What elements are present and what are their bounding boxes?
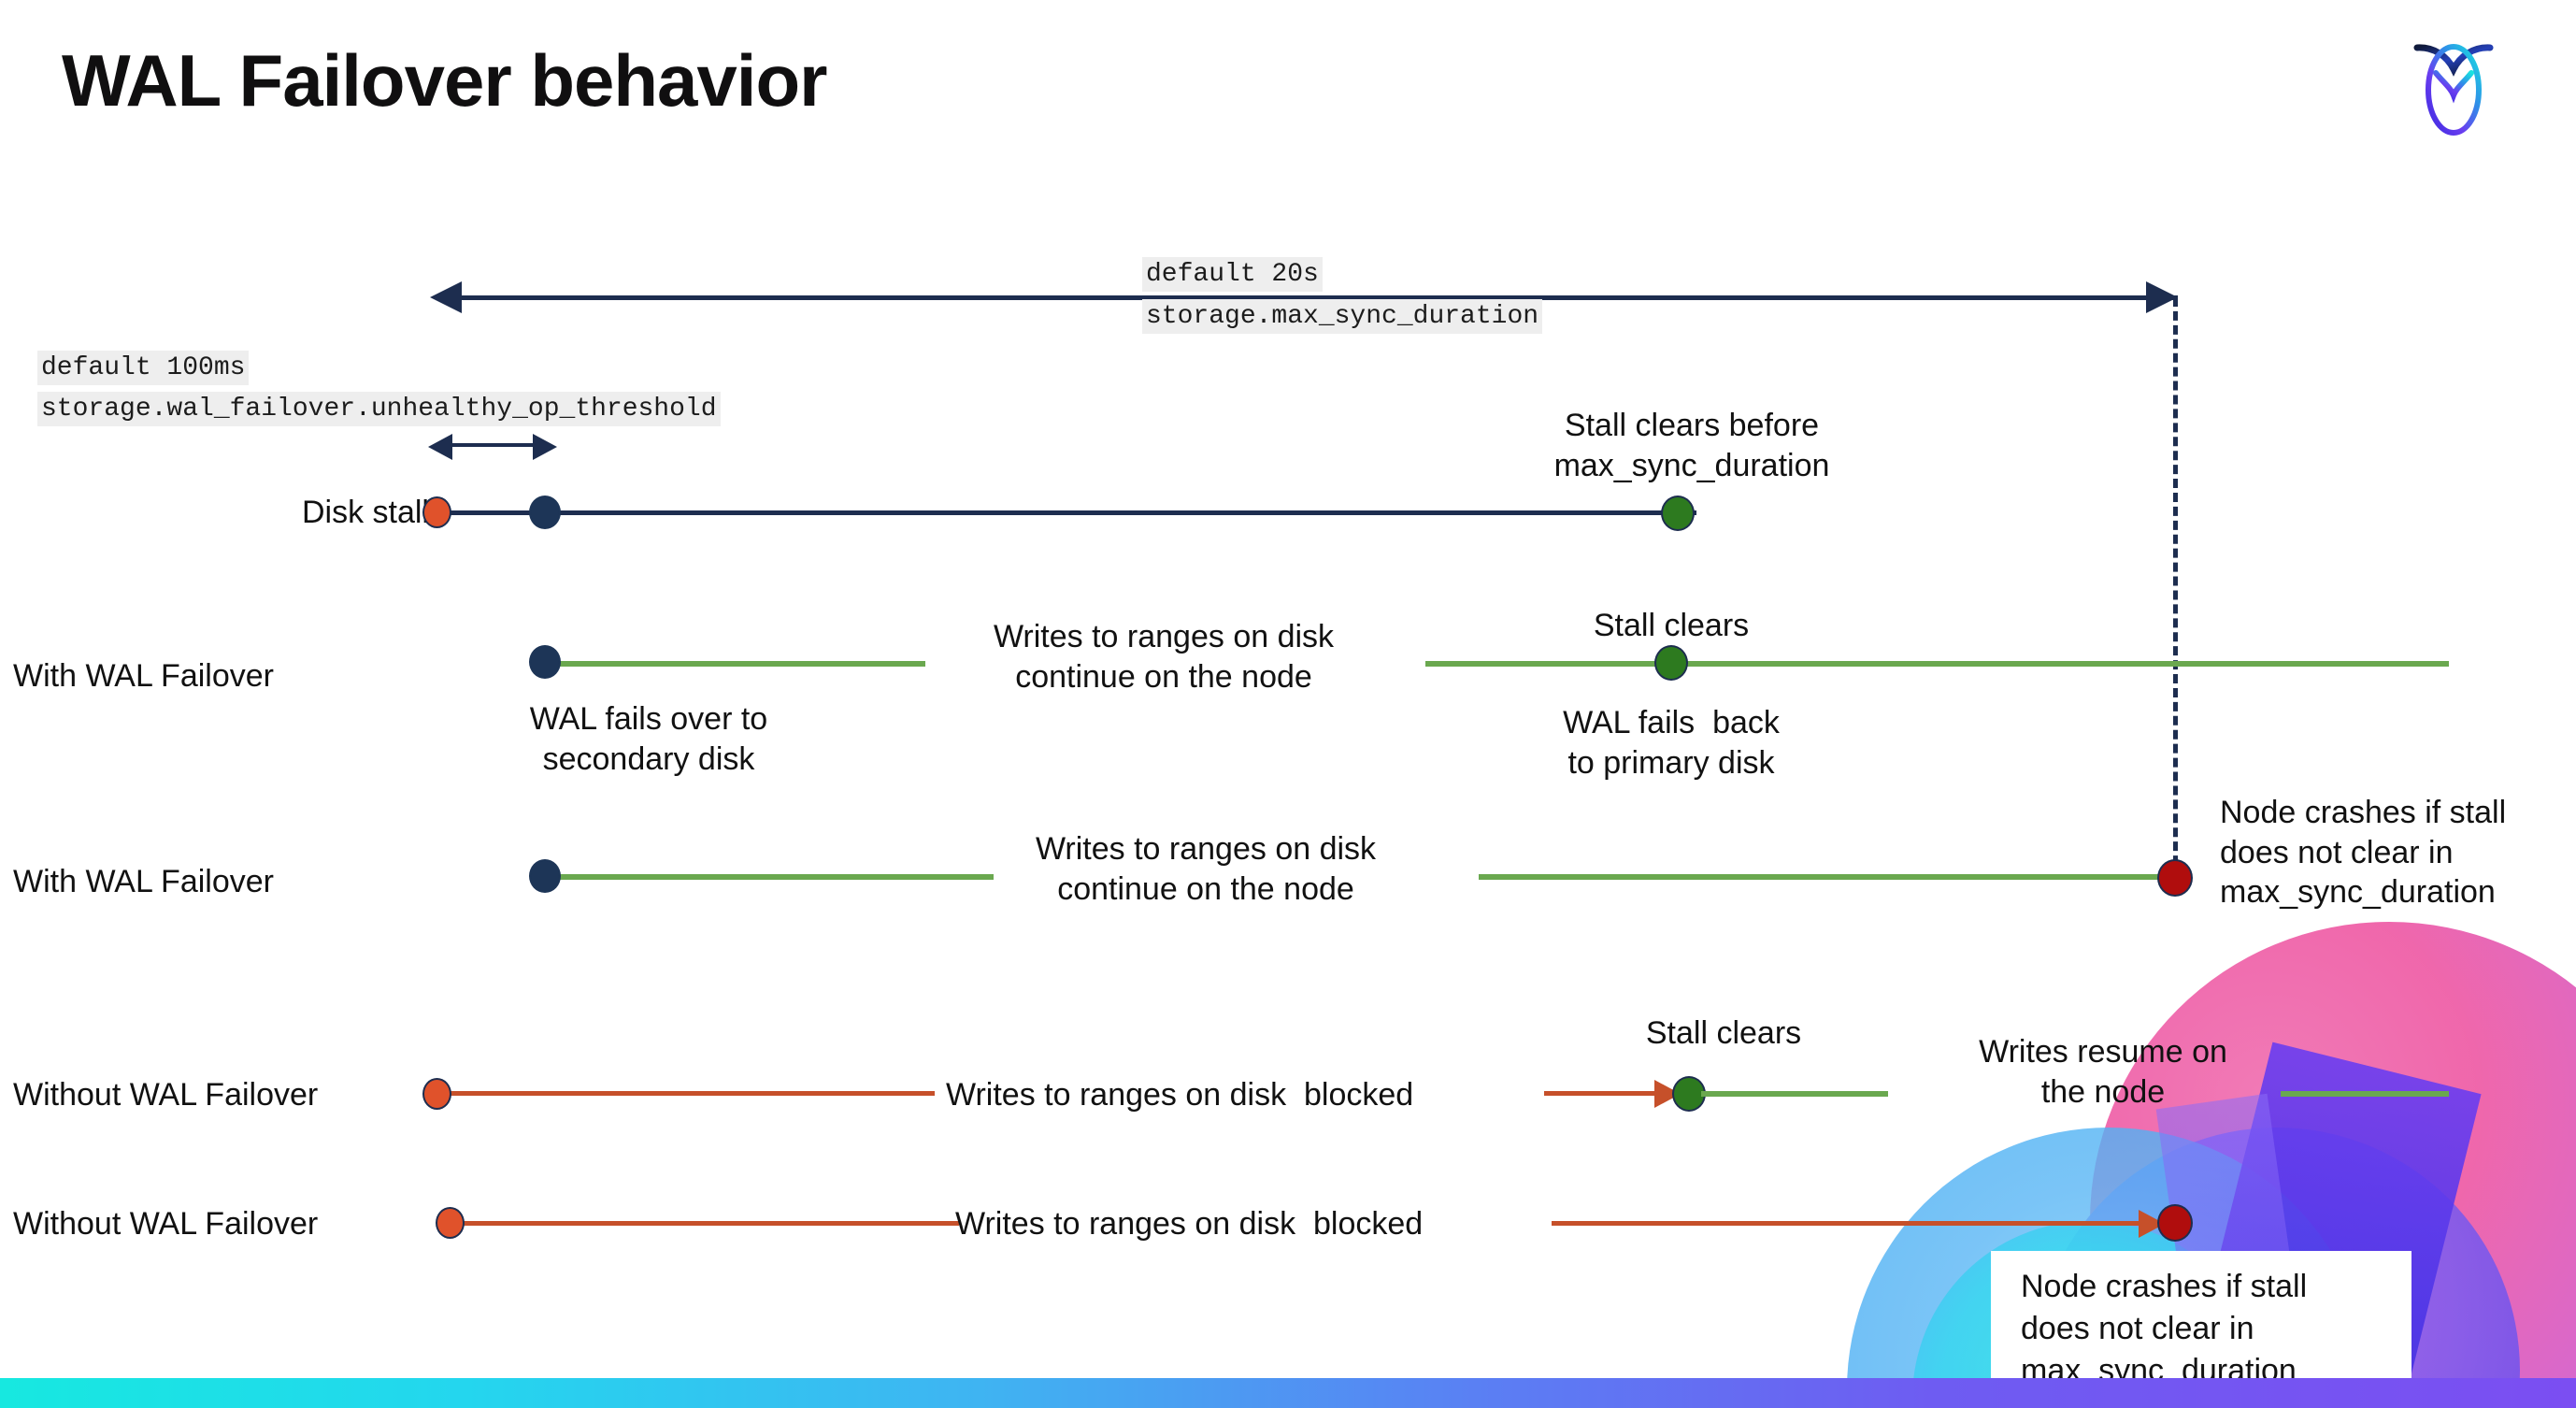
without-wal-1-blocked-segment-b bbox=[1544, 1091, 1666, 1096]
note-stall-clears-1: Stall clears bbox=[1593, 608, 1750, 643]
wal-failover-1-clear-dot bbox=[1654, 645, 1688, 681]
max-sync-arrow-left-head bbox=[430, 281, 462, 313]
wal-failover-2-crash-dot bbox=[2157, 859, 2193, 897]
disk-stalls-timeline bbox=[439, 510, 1696, 515]
page-title: WAL Failover behavior bbox=[62, 39, 827, 122]
unhealthy-arrow-left-head bbox=[428, 434, 452, 460]
wal-failover-2-segment-b bbox=[1479, 874, 2180, 880]
unhealthy-default-label: default 100ms bbox=[37, 351, 250, 386]
max-sync-arrow-right-head bbox=[2146, 281, 2178, 313]
row-label-without-wal-failover-2: Without WAL Failover bbox=[13, 1206, 319, 1242]
disk-stalls-start-dot bbox=[422, 496, 451, 528]
wal-failover-2-failover-dot bbox=[529, 859, 561, 893]
wal-failover-1-segment-b bbox=[1425, 661, 2449, 667]
unhealthy-span-line bbox=[451, 443, 533, 447]
without-wal-1-blocked-segment-a bbox=[439, 1091, 935, 1096]
row-label-with-wal-failover-1: With WAL Failover bbox=[13, 658, 274, 694]
without-wal-1-start-dot bbox=[422, 1078, 451, 1110]
note-stall-clears-2: Stall clears bbox=[1645, 1015, 1802, 1051]
without-wal-2-blocked-segment-a bbox=[454, 1221, 959, 1226]
unhealthy-setting-label: storage.wal_failover.unhealthy_op_thresh… bbox=[37, 392, 721, 427]
note-wal-fails-over: WAL fails over to secondary disk bbox=[529, 701, 768, 777]
row-label-without-wal-failover-1: Without WAL Failover bbox=[13, 1077, 319, 1113]
disk-stalls-clear-dot bbox=[1661, 496, 1695, 531]
cockroachdb-logo-icon bbox=[2402, 24, 2505, 136]
note-stall-clears-before: Stall clears before max_sync_duration bbox=[1553, 408, 1830, 483]
without-wal-2-blocked-segment-b bbox=[1552, 1221, 2154, 1226]
row-label-with-wal-failover-2: With WAL Failover bbox=[13, 864, 274, 899]
callout-text: Node crashes if stall does not clear in … bbox=[2021, 1269, 2308, 1388]
without-wal-2-crash-dot bbox=[2157, 1204, 2193, 1242]
note-writes-continue-1: Writes to ranges on disk continue on the… bbox=[993, 619, 1335, 695]
wal-failover-1-failover-dot bbox=[529, 645, 561, 679]
max-sync-setting-label: storage.max_sync_duration bbox=[1142, 299, 1543, 335]
unhealthy-arrow-right-head bbox=[533, 434, 557, 460]
max-sync-dashed-guide bbox=[2173, 297, 2178, 879]
max-sync-span-line bbox=[460, 295, 2178, 300]
note-writes-blocked-1: Writes to ranges on disk blocked bbox=[946, 1077, 1414, 1113]
without-wal-2-start-dot bbox=[436, 1207, 465, 1239]
without-wal-1-resume-segment-right bbox=[2281, 1091, 2449, 1097]
note-node-crashes-1: Node crashes if stall does not clear in … bbox=[2220, 795, 2507, 910]
note-writes-resume: Writes resume on the node bbox=[1979, 1034, 2227, 1110]
note-writes-blocked-2: Writes to ranges on disk blocked bbox=[955, 1206, 1424, 1242]
without-wal-1-resume-segment bbox=[1701, 1091, 1888, 1097]
wal-failover-2-segment-a bbox=[540, 874, 994, 880]
callout-node-crashes: Node crashes if stall does not clear in … bbox=[1991, 1251, 2411, 1391]
note-writes-continue-2: Writes to ranges on disk continue on the… bbox=[1035, 831, 1377, 907]
bottom-gradient-bar bbox=[0, 1378, 2576, 1408]
max-sync-default-label: default 20s bbox=[1142, 257, 1323, 293]
row-label-disk-stalls: Disk stalls bbox=[301, 495, 445, 530]
wal-failover-1-segment-a bbox=[540, 661, 925, 667]
disk-stalls-threshold-dot bbox=[529, 496, 561, 529]
note-wal-fails-back: WAL fails back to primary disk bbox=[1563, 705, 1780, 781]
